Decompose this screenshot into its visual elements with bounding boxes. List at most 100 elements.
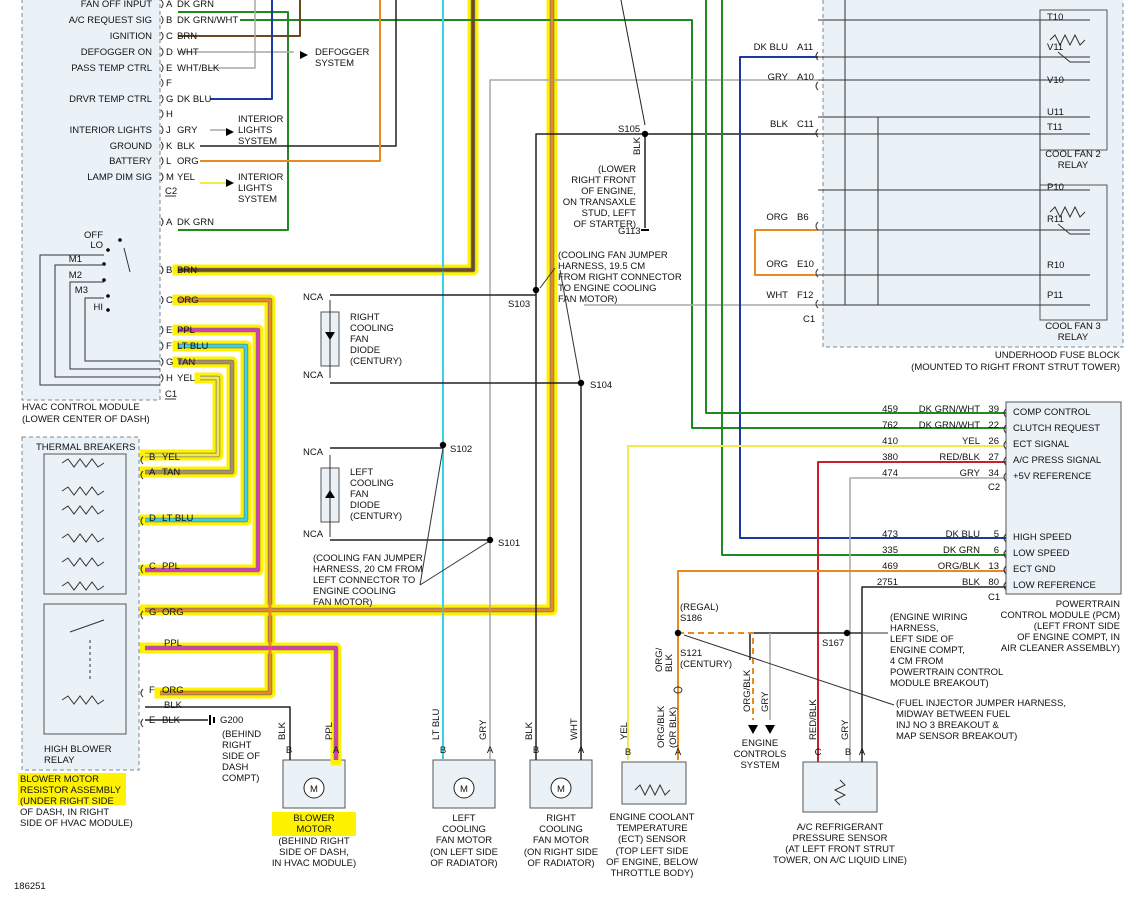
left-fan-motor-name: COOLING	[442, 824, 486, 835]
wire-org-g	[145, 0, 554, 612]
resistor-pin-connector	[140, 718, 144, 728]
harness-20cm-label: FAN MOTOR)	[313, 597, 372, 608]
resistor-pin-letter: E	[149, 715, 155, 726]
hvac-connector-c2: C2	[165, 186, 177, 197]
underhood-fuse-block-location: (MOUNTED TO RIGHT FRONT STRUT TOWER)	[911, 362, 1120, 373]
fuse-pin-connector	[815, 221, 819, 231]
engine-wiring-harness-label: 4 CM FROM	[890, 656, 943, 667]
fuse-pin: F12	[797, 290, 813, 301]
wire-org-blk-dashed	[678, 632, 754, 720]
pcm-c1: C1	[988, 592, 1000, 603]
wire-dk-blu-high-speed	[739, 56, 1006, 539]
hvac-c1-wire-color: DK GRN	[177, 217, 214, 228]
resistor-pin-letter: A	[149, 467, 156, 478]
pcm-wire-color: ORG/BLK	[938, 561, 981, 572]
leader-line	[539, 267, 556, 289]
fuse-pin: A11	[797, 42, 813, 53]
hvac-c1-pin-letter: G	[166, 357, 173, 368]
hvac-pin-connector	[160, 141, 164, 151]
wire-dk-grn-fan-off	[178, 11, 289, 231]
wire-tan-a	[145, 360, 234, 474]
switch-contact	[106, 308, 110, 312]
ecs-wire-org-blk: ORG/BLK	[742, 669, 753, 712]
blower-motor-name: BLOWER	[293, 813, 334, 824]
right-fan-motor-location: (ON RIGHT SIDE	[524, 847, 598, 858]
s104-label: S104	[590, 380, 612, 391]
wire-dk-grn-low-speed	[721, 0, 1006, 556]
pcm-pin-connector	[1003, 472, 1007, 482]
hvac-pin-letter: H	[166, 109, 173, 120]
pcm-wire-color: DK GRN	[943, 545, 980, 556]
relay-coil-resistor	[1049, 205, 1086, 219]
leader-line	[419, 447, 444, 586]
defogger-system-label: SYSTEM	[315, 58, 354, 69]
left-fan-motor-letter: M	[460, 784, 468, 795]
wire-brn-blower-feed	[178, 0, 475, 272]
pcm-circuit: 380	[882, 452, 898, 463]
motor-pin-b: B	[533, 745, 539, 756]
hvac-pin-label: DRVR TEMP CTRL	[69, 94, 152, 105]
hvac-module-name: HVAC CONTROL MODULE	[22, 402, 140, 413]
relay2-pin: V11	[1047, 42, 1063, 53]
switch-contact	[102, 278, 106, 282]
blower-motor-location: (BEHIND RIGHT	[278, 836, 349, 847]
s121-label: (CENTURY)	[680, 659, 732, 670]
hvac-pin-connector	[160, 47, 164, 57]
relay3-pin: R11	[1047, 214, 1064, 225]
pcm-pin-label: A/C PRESS SIGNAL	[1013, 455, 1101, 466]
wire-lt-blu-d	[145, 344, 248, 522]
resistor-pin-connector	[140, 516, 144, 526]
fuse-wire-color: DK BLU	[754, 42, 788, 53]
pcm-location: (LEFT FRONT SIDE	[1034, 621, 1120, 632]
resistor-wire-color: BLK	[162, 715, 181, 726]
wire-ppl-c	[145, 328, 260, 572]
relay3-pin: R10	[1047, 260, 1064, 271]
pcm-pin-label: +5V REFERENCE	[1013, 471, 1091, 482]
motor-pin-a: A	[487, 745, 494, 756]
left-fan-motor-location: (ON LEFT SIDE	[430, 847, 498, 858]
high-blower-relay-label: HIGH BLOWER	[44, 744, 112, 755]
cool-fan-2-relay-label: RELAY	[1058, 160, 1089, 171]
high-blower-relay-label: RELAY	[44, 755, 75, 766]
engine-controls-system-label: ENGINE	[742, 738, 778, 749]
interior-lights-label: LIGHTS	[238, 125, 272, 136]
resistor-element	[61, 486, 105, 496]
splice-s105	[641, 130, 649, 138]
hvac-wire-color: GRY	[177, 125, 198, 136]
fuse-wire-color: WHT	[766, 290, 788, 301]
hvac-pin-connector	[160, 63, 164, 73]
fuse-internal-line	[877, 116, 1040, 305]
high-blower-relay-inner-box	[43, 603, 127, 735]
hvac-pin-letter: F	[166, 78, 172, 89]
blower-motor-location: IN HVAC MODULE)	[272, 858, 356, 869]
left-fan-motor-location: OF RADIATOR)	[430, 858, 497, 869]
pcm-pin: 26	[988, 436, 999, 447]
switch-position-hi: HI	[94, 302, 104, 313]
right-diode-label: (CENTURY)	[350, 356, 402, 367]
wire-blk-blower-motor	[145, 706, 291, 760]
pcm-pin: 34	[988, 468, 999, 479]
resistor-element	[61, 581, 105, 591]
cool-fan-3-relay-label: RELAY	[1058, 332, 1089, 343]
pcm-pin-label: ECT SIGNAL	[1013, 439, 1069, 450]
engine-wiring-harness-label: ENGINE COMPT,	[890, 645, 965, 656]
hvac-pin-label: DEFOGGER ON	[81, 47, 152, 58]
nca-label: NCA	[303, 292, 324, 303]
hvac-pin-letter: B	[166, 15, 172, 26]
pcm-location: OF ENGINE COMPT, IN	[1017, 632, 1120, 643]
pcm-wire-color: DK BLU	[946, 529, 980, 540]
arrow-icon	[300, 51, 308, 59]
right-diode-label: DIODE	[350, 345, 380, 356]
hvac-pin-letter: J	[166, 125, 171, 136]
harness-19cm-label: HARNESS, 19.5 CM	[558, 261, 645, 272]
resistor-wire-color: ORG	[162, 607, 184, 618]
pcm-pin-connector	[1003, 440, 1007, 450]
right-diode-label: FAN	[350, 334, 369, 345]
right-fan-motor-name: COOLING	[539, 824, 583, 835]
pcm-wire-color: DK GRN/WHT	[919, 404, 980, 415]
cool-fan-3-relay-box	[1039, 184, 1108, 321]
pcm-pin: 5	[994, 529, 999, 540]
s121-connector	[673, 686, 683, 694]
harness-19cm-label: FROM RIGHT CONNECTOR	[558, 272, 682, 283]
left-diode-label: DIODE	[350, 500, 380, 511]
